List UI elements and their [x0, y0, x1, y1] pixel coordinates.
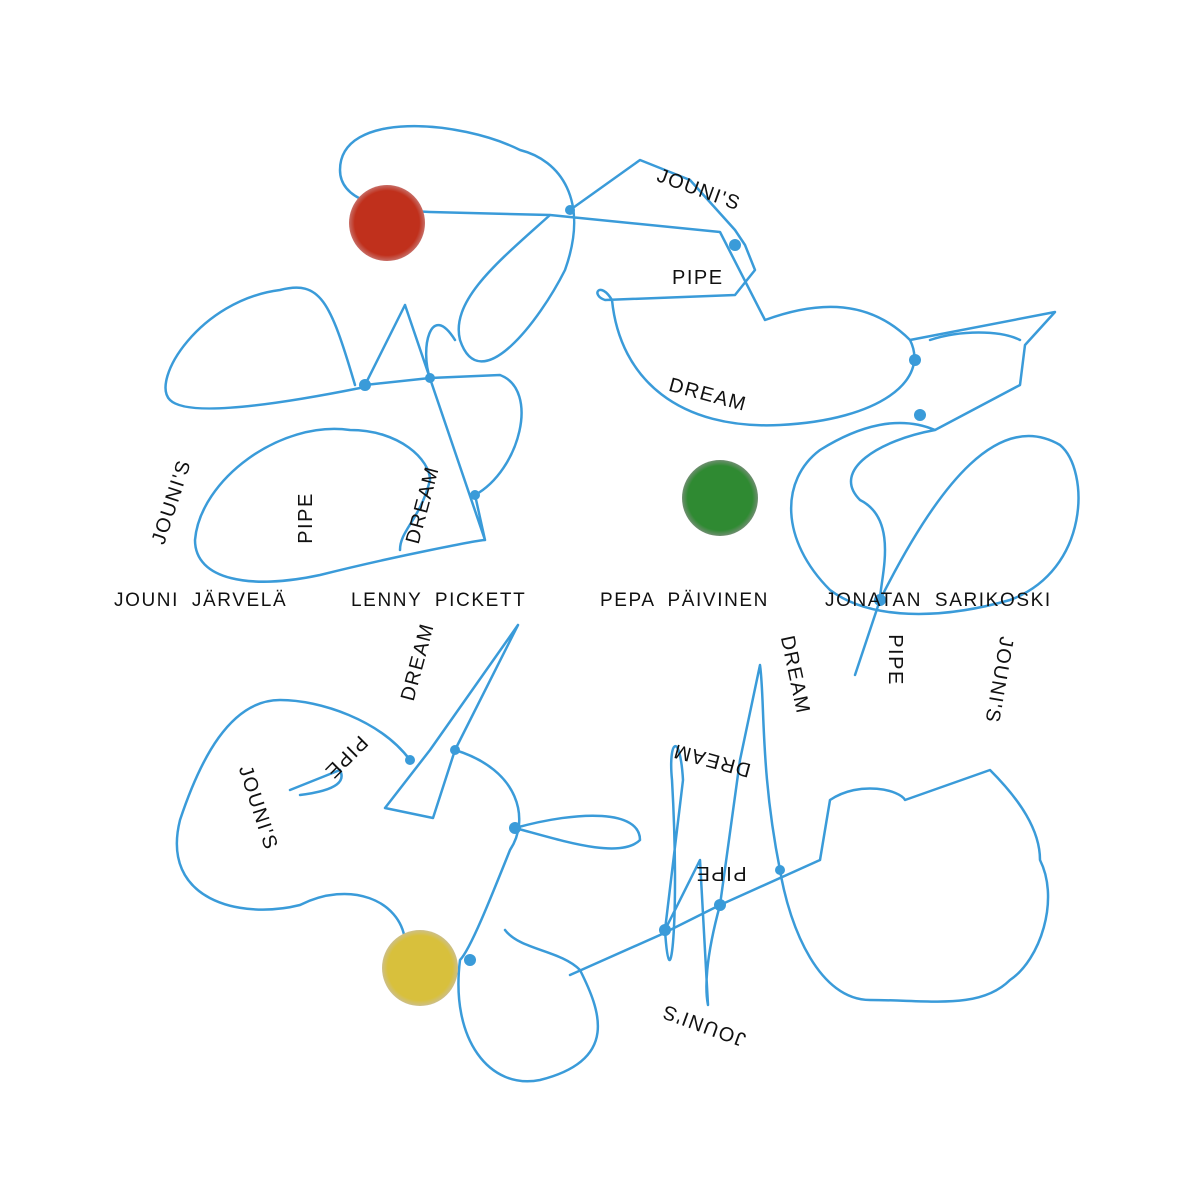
scribble-bottom-right	[568, 663, 1050, 1007]
green-dot	[682, 460, 758, 536]
title-word: PIPE	[883, 634, 906, 686]
scribble-left	[164, 286, 523, 583]
credit-name: JOUNI JÄRVELÄ	[114, 590, 288, 611]
credit-name: JONATAN SARIKOSKI	[825, 590, 1052, 611]
red-dot	[349, 185, 425, 261]
credit-name: PEPA PÄIVINEN	[600, 590, 770, 611]
title-word: PIPE	[294, 492, 317, 544]
credit-name: LENNY PICKETT	[351, 590, 527, 611]
title-word: PIPE	[672, 267, 724, 289]
scribble-bottom-left	[175, 623, 642, 1083]
yellow-dot	[382, 930, 458, 1006]
scribble-right	[790, 310, 1080, 677]
title-word: PIPE	[695, 862, 747, 884]
